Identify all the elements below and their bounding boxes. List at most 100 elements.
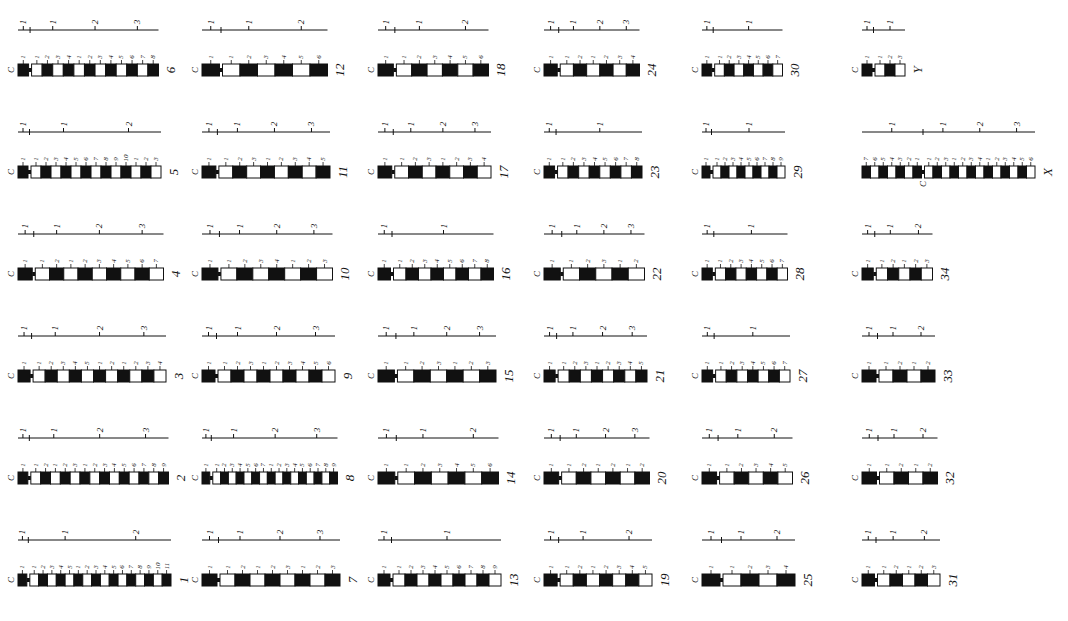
chromosome-band <box>202 472 210 484</box>
band-tick <box>147 366 148 370</box>
band-tick <box>495 570 496 574</box>
chromosome-band <box>429 574 441 586</box>
chromosome-band <box>110 472 120 484</box>
chromosome-number: 28 <box>793 268 806 281</box>
chromosome-band <box>302 166 316 178</box>
centromere <box>872 68 875 72</box>
region-number: 3 <box>622 19 631 24</box>
band-number: 9 <box>778 157 785 161</box>
band-tick <box>227 570 228 574</box>
chromosome-band <box>42 64 53 76</box>
band-tick <box>281 162 282 166</box>
chromosome-band <box>777 166 785 178</box>
centromere-tick <box>28 537 29 543</box>
band-number: 7 <box>140 463 147 467</box>
centromere <box>717 476 720 480</box>
chromosome-band <box>1027 166 1036 178</box>
region-number: 1 <box>229 427 238 432</box>
band-number: 9 <box>492 565 499 569</box>
band-tick <box>782 264 783 268</box>
band-number: 6 <box>325 361 332 365</box>
region-number: 1 <box>205 529 214 534</box>
band-number: 4 <box>434 259 441 263</box>
band-number: 4 <box>783 565 790 569</box>
region-tick <box>410 128 411 132</box>
band-number: 3 <box>730 157 737 161</box>
band-tick <box>153 60 154 64</box>
chromosome-band <box>477 166 491 178</box>
band-tick <box>908 162 909 166</box>
chromosome-band <box>61 166 71 178</box>
chromosome-number: 8 <box>343 475 356 482</box>
band-number: 8 <box>137 565 144 569</box>
band-tick <box>132 60 133 64</box>
chromosome-ideogram <box>850 518 1026 618</box>
chromosome-band <box>763 64 773 76</box>
region-number: 2 <box>920 529 929 534</box>
band-tick <box>283 60 284 64</box>
chromosome-band <box>753 166 761 178</box>
region-number: 1 <box>595 121 604 126</box>
chromosome-band <box>702 166 710 178</box>
chromosome-band <box>734 64 744 76</box>
chromosome-band <box>763 472 778 484</box>
centromere <box>555 170 558 174</box>
band-tick <box>96 162 97 166</box>
scale-line <box>378 132 491 133</box>
band-number: 2 <box>42 463 49 467</box>
band-number: 4 <box>291 463 298 467</box>
centromere-label: C <box>366 475 375 481</box>
band-tick <box>35 468 36 472</box>
band-tick <box>1022 162 1023 166</box>
scale-line <box>544 132 642 133</box>
band-number: 1 <box>864 259 871 263</box>
chromosome-band <box>280 574 295 586</box>
centromere-label: C <box>690 475 699 481</box>
band-tick <box>563 366 564 370</box>
region-tick <box>867 26 868 30</box>
scale-line <box>544 234 645 235</box>
band-number: 1 <box>546 157 553 161</box>
band-tick <box>914 366 915 370</box>
band-tick <box>56 264 57 268</box>
band-tick <box>309 162 310 166</box>
chromosome-band <box>154 370 166 382</box>
chromosome-band <box>921 370 935 382</box>
band-tick <box>404 60 405 64</box>
band-tick <box>487 264 488 268</box>
band-number: 1 <box>717 259 724 263</box>
chromosome-band <box>628 268 644 280</box>
band-tick <box>900 162 901 166</box>
band-number: 5 <box>298 55 305 59</box>
centromere <box>712 272 715 276</box>
chromosome-band <box>90 472 100 484</box>
band-tick <box>883 162 884 166</box>
region-number: 1 <box>865 325 874 330</box>
region-number: 1 <box>201 427 210 432</box>
band-tick <box>94 468 95 472</box>
chromosome: 29C111123456789 <box>690 110 866 210</box>
chromosome-band <box>325 574 340 586</box>
region-tick <box>576 434 577 438</box>
band-number: 2 <box>48 361 55 365</box>
band-number: 3 <box>735 55 742 59</box>
band-tick <box>422 366 423 370</box>
chromosome-band <box>456 268 469 280</box>
band-number: 1 <box>381 259 388 263</box>
chromosome: 28C1111234567 <box>690 212 866 312</box>
band-number: 7 <box>128 565 135 569</box>
chromosome-band <box>291 472 299 484</box>
region-number: 2 <box>595 19 604 24</box>
chromosome: 2C1123112123123456789 <box>6 416 182 516</box>
region-tick <box>869 332 870 336</box>
band-tick <box>75 468 76 472</box>
region-number: 1 <box>409 325 418 330</box>
region-tick <box>893 536 894 540</box>
band-tick <box>566 60 567 64</box>
band-number: 1 <box>383 463 390 467</box>
band-number: 1 <box>207 55 214 59</box>
chromosome-band <box>80 472 90 484</box>
band-number: 1 <box>866 361 873 365</box>
chromosome-band <box>417 574 429 586</box>
chromosome-band <box>430 370 446 382</box>
